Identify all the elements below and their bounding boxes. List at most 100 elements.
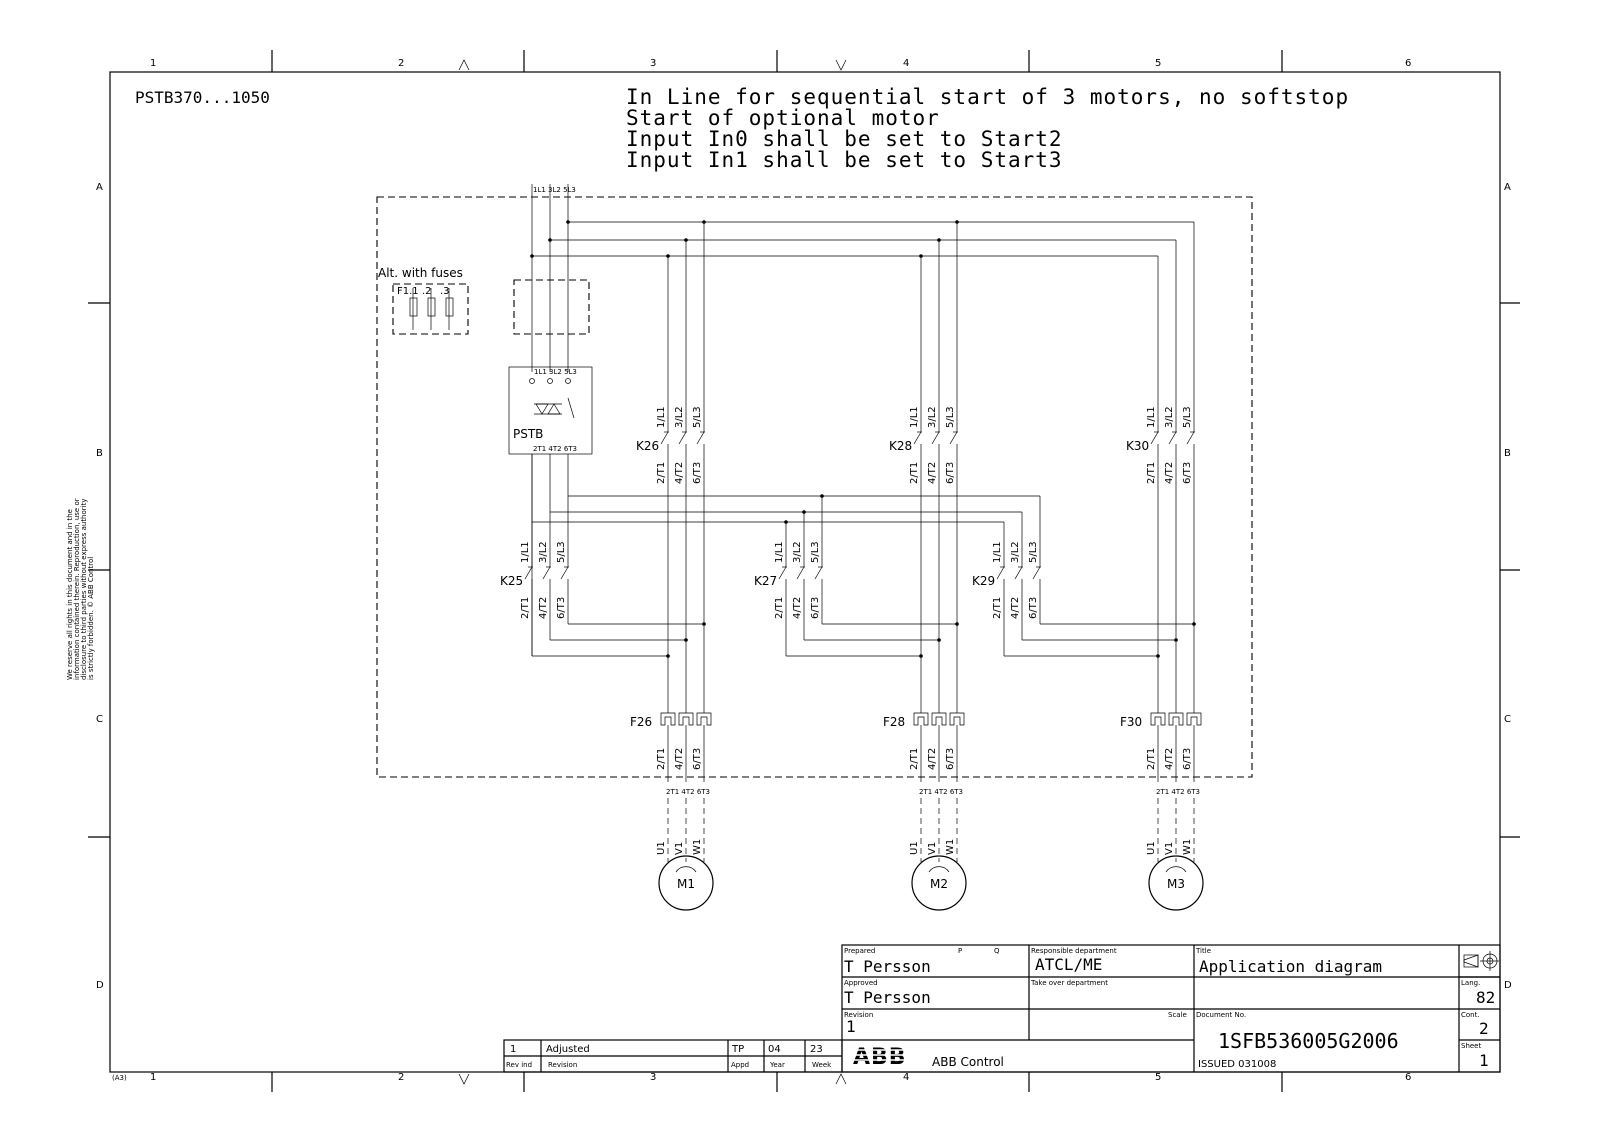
column-label-top: 6: [1405, 58, 1411, 69]
contactor-label: K28: [889, 439, 912, 453]
motor-terminal-label: W1: [692, 839, 703, 855]
junction-dot: [1174, 638, 1178, 642]
thermal-element: [949, 712, 965, 726]
sheet-size-label: (A3): [112, 1074, 127, 1082]
approved-value: T Persson: [844, 988, 931, 1007]
overload-out-label: 2/T1: [1146, 748, 1157, 770]
row-label-right: C: [1504, 714, 1511, 725]
overload-out-label: 2/T1: [909, 748, 920, 770]
motor-label: M2: [930, 877, 948, 891]
contact-out-label: 6/T3: [1028, 597, 1039, 619]
rotation-arrow: [928, 866, 950, 873]
prepared-label: Prepared: [844, 947, 875, 955]
overload-label: F28: [883, 715, 905, 729]
row-label-left: A: [96, 182, 103, 193]
column-label-bottom: 3: [650, 1072, 656, 1083]
contact-out-label: 2/T1: [774, 597, 785, 619]
overload-out-label: 4/T2: [674, 748, 685, 770]
thermal-element: [678, 712, 694, 726]
overload-out-label: 6/T3: [945, 748, 956, 770]
contactor-label: K25: [500, 574, 523, 588]
resp-dept-value: ATCL/ME: [1035, 955, 1102, 974]
contact-in-label: 5/L3: [1182, 406, 1193, 428]
fuse-label-1: F1.1: [397, 286, 419, 297]
approved-label: Approved: [844, 979, 878, 987]
contact-out-label: 6/T3: [1182, 462, 1193, 484]
overload-out-label: 2/T1: [656, 748, 667, 770]
header-line-4: Input In1 shall be set to Start3: [626, 148, 1063, 172]
contact-blade: [1032, 566, 1041, 580]
motor-terminal-label: U1: [909, 841, 920, 855]
overload-out-label: 4/T2: [927, 748, 938, 770]
doc-no-label: Document No.: [1196, 1011, 1246, 1019]
fuse-label-2: .2: [422, 286, 432, 297]
motor-terminal-label: W1: [1182, 839, 1193, 855]
model-label: PSTB370...1050: [135, 88, 270, 107]
softstarter-out-label: 2T1 4T2 6T3: [533, 445, 577, 453]
contact-blade: [560, 566, 569, 580]
contact-in-label: 3/L2: [538, 541, 549, 563]
issued-value: ISSUED 031008: [1198, 1059, 1276, 1070]
contact-blade: [778, 566, 787, 580]
junction-dot: [702, 622, 706, 626]
doc-no-value: 1SFB536005G2006: [1218, 1029, 1399, 1053]
company-name: ABB Control: [932, 1055, 1004, 1069]
thermal-element: [1168, 712, 1184, 726]
contact-out-label: 4/T2: [674, 462, 685, 484]
cont-value: 2: [1479, 1019, 1489, 1038]
rev-week-head: Week: [812, 1061, 832, 1069]
overload-out-label: 6/T3: [692, 748, 703, 770]
contact-blade: [796, 566, 805, 580]
junction-dot: [684, 638, 688, 642]
junction-dot: [937, 638, 941, 642]
thermal-element: [931, 712, 947, 726]
contact-out-label: 2/T1: [992, 597, 1003, 619]
rev-week-value: 23: [810, 1044, 823, 1055]
enclosure-boundary: [376, 196, 1253, 778]
sheet-label: Sheet: [1461, 1042, 1481, 1050]
drawing-frame: [88, 50, 1520, 1092]
motor-label: M3: [1167, 877, 1185, 891]
cont-label: Cont.: [1461, 1011, 1480, 1019]
contact-out-label: 6/T3: [556, 597, 567, 619]
row-label-left: C: [96, 714, 103, 725]
motor-terminal-label: V1: [674, 842, 685, 855]
copyright-line-3: disclosure to third parties without expr…: [80, 499, 88, 681]
title-label: Title: [1195, 947, 1211, 955]
thermal-element: [1186, 712, 1202, 726]
supply-lines: [530, 184, 1195, 405]
contact-in-label: 3/L2: [1164, 406, 1175, 428]
motor-terminal-label: V1: [927, 842, 938, 855]
contact-blade: [949, 431, 958, 445]
resp-dept-label: Responsible department: [1031, 947, 1117, 955]
contact-out-label: 2/T1: [520, 597, 531, 619]
contact-in-label: 1/L1: [992, 541, 1003, 563]
column-label-bottom: 5: [1155, 1072, 1161, 1083]
motor-terminal-label: U1: [656, 841, 667, 855]
rev-appd-value: TP: [731, 1044, 744, 1055]
fuse-label-3: .3: [440, 286, 450, 297]
scale-label: Scale: [1168, 1011, 1187, 1019]
copyright-line-4: is strictly forbidden. © ABB Control: [87, 557, 95, 680]
row-label-right: D: [1504, 980, 1512, 991]
rev-appd-head: Appd: [731, 1061, 749, 1069]
junction-dot: [666, 654, 670, 658]
row-label-right: B: [1504, 448, 1511, 459]
sheet-value: 1: [1479, 1051, 1489, 1070]
junction-dot: [1192, 622, 1196, 626]
contact-out-label: 2/T1: [909, 462, 920, 484]
column-label-bottom: 2: [398, 1072, 404, 1083]
contact-blade: [678, 431, 687, 445]
contact-in-label: 1/L1: [656, 406, 667, 428]
contactor-label: K29: [972, 574, 995, 588]
q-label: Q: [994, 947, 1000, 955]
column-label-top: 1: [150, 58, 156, 69]
contact-in-label: 1/L1: [520, 541, 531, 563]
